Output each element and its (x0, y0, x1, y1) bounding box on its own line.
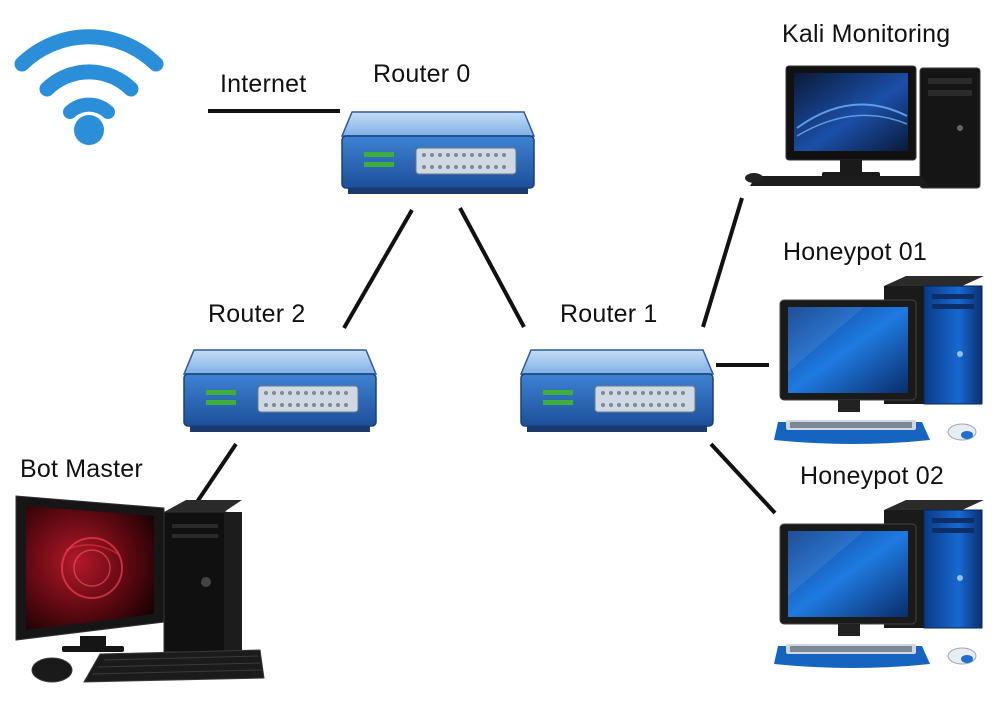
internet-node (14, 26, 164, 150)
wifi-icon (14, 29, 164, 145)
link-router0-router1 (458, 207, 526, 328)
router0-label: Router 0 (373, 60, 471, 88)
router2-label: Router 2 (208, 300, 306, 328)
link-router1-kali (701, 197, 744, 328)
kali-monitoring-pc (742, 58, 987, 193)
router0 (338, 92, 538, 204)
honeypot2-label: Honeypot 02 (800, 462, 944, 490)
desktop-computer-icon (745, 65, 981, 189)
link-router2-botmaster (193, 442, 238, 507)
router-icon (519, 349, 715, 432)
link-router0-router2 (342, 209, 414, 329)
desktop-computer-icon (15, 495, 265, 683)
router2 (180, 330, 380, 442)
kali-label: Kali Monitoring (782, 20, 951, 48)
honeypot1-label: Honeypot 01 (783, 238, 927, 266)
router1 (517, 330, 717, 442)
honeypot-01-pc (774, 272, 996, 450)
botmaster-label: Bot Master (20, 455, 143, 483)
desktop-computer-icon (774, 276, 984, 444)
desktop-computer-icon (774, 500, 984, 668)
bot-master-pc (14, 490, 266, 695)
router-icon (182, 349, 378, 432)
internet-label: Internet (220, 70, 307, 98)
router-icon (340, 111, 536, 194)
router1-label: Router 1 (560, 300, 658, 328)
honeypot-02-pc (774, 496, 996, 674)
link-router1-honeypot2 (709, 442, 777, 515)
